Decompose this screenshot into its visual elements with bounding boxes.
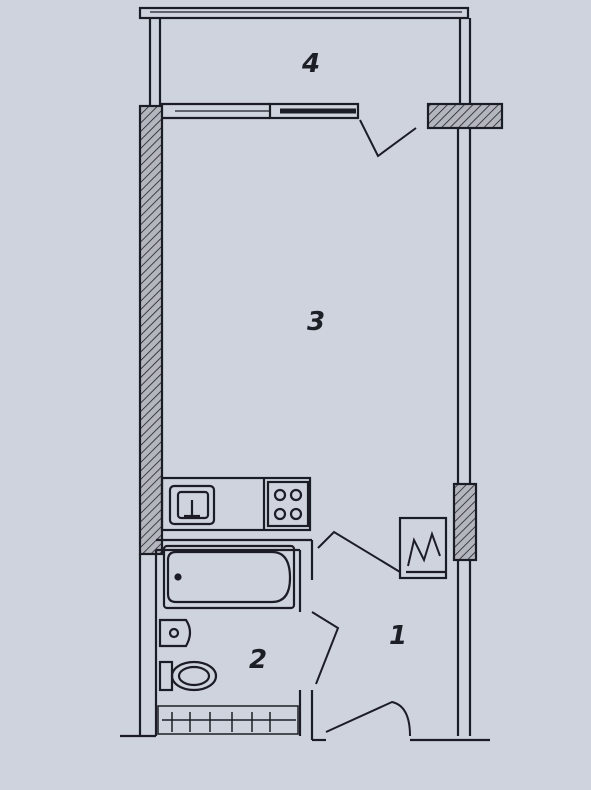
stove-icon <box>266 480 310 528</box>
plumbing-strip <box>157 705 299 735</box>
right-wall <box>452 128 478 736</box>
kitchen-counter <box>160 476 312 532</box>
kitchen-door <box>317 530 401 573</box>
room-number-balcony: 4 <box>301 49 320 79</box>
balcony-door <box>359 119 417 158</box>
room-number-hall: 1 <box>389 621 407 651</box>
bathtub-icon <box>162 544 296 610</box>
balcony-railing <box>138 6 470 20</box>
wall-pier <box>426 102 504 130</box>
room-number-bathroom: 2 <box>249 645 267 675</box>
bathroom-door <box>311 611 340 685</box>
balcony <box>138 6 472 106</box>
hall <box>317 516 448 737</box>
toilet-icon <box>158 660 218 692</box>
sink-icon <box>168 484 216 526</box>
outer-corners <box>120 550 490 742</box>
room-number-living-room: 3 <box>307 307 325 337</box>
washbasin-icon <box>158 618 192 648</box>
bathroom <box>156 538 340 740</box>
balcony-partition <box>160 102 504 158</box>
entrance-door <box>325 700 411 737</box>
left-wall <box>138 104 164 556</box>
ventilation-shaft-icon <box>398 516 448 580</box>
